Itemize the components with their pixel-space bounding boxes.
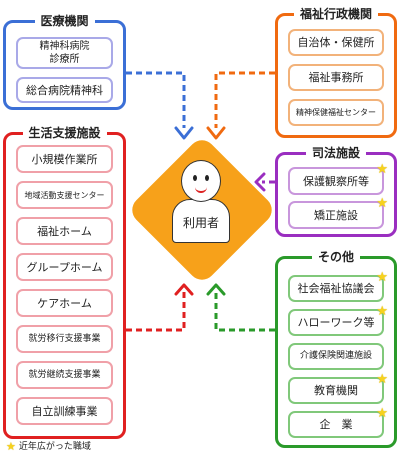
living-support-arrowhead — [174, 283, 194, 296]
star-icon: ★ — [376, 162, 388, 177]
item-care-home: ケアホーム — [16, 289, 113, 317]
other-arrowhead — [206, 283, 226, 296]
star-icon: ★ — [6, 440, 16, 453]
item-municipality-health-center: 自治体・保健所 — [288, 29, 384, 56]
item-psychiatric-hospital-line2: 診療所 — [49, 54, 80, 65]
item-care-home-label: ケアホーム — [37, 296, 92, 310]
group-living-support: 生活支援施設 小規模作業所 地域活動支援センター 福祉ホーム グループホーム ケ… — [3, 125, 126, 439]
item-long-term-care-facility: 介護保険関連施設 — [288, 343, 384, 370]
star-icon: ★ — [376, 270, 388, 285]
item-correctional-facility: 矯正施設 ★ — [288, 197, 388, 229]
item-company: 企 業 ★ — [288, 407, 388, 438]
item-welfare-office: 福祉事務所 — [288, 64, 384, 91]
medical-connector — [126, 71, 186, 128]
item-probation-office-label: 保護観察所等 — [303, 174, 369, 188]
item-general-hospital-psychiatry-label: 総合病院精神科 — [26, 83, 103, 97]
group-medical: 医療機関 精神科病院 診療所 総合病院精神科 — [3, 13, 126, 110]
item-mental-health-welfare-center: 精神保健福祉センター — [288, 99, 384, 126]
legend: ★ 近年広がった職域 — [6, 441, 91, 453]
item-group-home-label: グループホーム — [26, 260, 103, 274]
group-welfare-admin-title: 福祉行政機関 — [293, 6, 379, 22]
item-psychiatric-hospital-line1: 精神科病院 — [39, 41, 90, 52]
item-long-term-care-facility-label: 介護保険関連施設 — [299, 351, 372, 361]
person-mouth — [195, 185, 207, 193]
item-educational-institution: 教育機関 ★ — [288, 373, 388, 404]
item-employment-transition-support: 就労移行支援事業 — [16, 325, 113, 353]
legend-text: 近年広がった職域 — [18, 442, 91, 452]
item-independence-training-label: 自立訓練事業 — [31, 404, 98, 418]
center-label: 利用者 — [182, 216, 219, 230]
item-social-welfare-council: 社会福祉協議会 ★ — [288, 271, 388, 302]
item-welfare-office-label: 福祉事務所 — [308, 71, 364, 84]
item-correctional-facility-label: 矯正施設 — [314, 208, 358, 222]
item-social-welfare-council-label: 社会福祉協議会 — [297, 282, 375, 295]
group-welfare-admin: 福祉行政機関 自治体・保健所 福祉事務所 精神保健福祉センター — [275, 6, 397, 138]
item-continued-employment-support: 就労継続支援事業 — [16, 361, 113, 389]
item-mental-health-welfare-center-label: 精神保健福祉センター — [296, 108, 376, 117]
star-icon: ★ — [376, 406, 388, 421]
item-hello-work-label: ハローワーク等 — [297, 316, 375, 329]
welfare-admin-connector — [214, 71, 275, 128]
group-judicial-title: 司法施設 — [305, 145, 367, 161]
item-continued-employment-support-label: 就労継続支援事業 — [28, 369, 101, 380]
other-connector — [214, 292, 275, 332]
item-municipality-health-center-label: 自治体・保健所 — [297, 36, 375, 49]
item-company-label: 企 業 — [319, 418, 353, 431]
medical-arrowhead — [174, 126, 194, 140]
item-educational-institution-label: 教育機関 — [314, 384, 358, 397]
person-icon — [181, 160, 221, 202]
item-small-workshop-label: 小規模作業所 — [31, 152, 98, 166]
welfare-admin-arrowhead — [206, 126, 226, 140]
person-eye-right — [205, 175, 209, 181]
star-icon: ★ — [376, 304, 388, 319]
group-judicial: 司法施設 保護観察所等 ★ 矯正施設 ★ — [275, 145, 397, 237]
item-independence-training: 自立訓練事業 — [16, 397, 113, 425]
item-employment-transition-support-label: 就労移行支援事業 — [28, 333, 101, 344]
group-living-support-title: 生活支援施設 — [22, 125, 107, 141]
judicial-arrowhead — [254, 172, 266, 192]
item-small-workshop: 小規模作業所 — [16, 145, 113, 173]
item-community-activity-center-label: 地域活動支援センター — [24, 190, 105, 200]
living-support-connector — [126, 292, 186, 332]
group-other: その他 社会福祉協議会 ★ ハローワーク等 ★ 介護保険関連施設 教育機関 ★ … — [275, 249, 397, 448]
item-psychiatric-hospital: 精神科病院 診療所 — [16, 37, 113, 69]
group-other-title: その他 — [311, 249, 361, 265]
item-probation-office: 保護観察所等 ★ — [288, 163, 388, 195]
person-eye-left — [193, 175, 197, 181]
item-group-home: グループホーム — [16, 253, 113, 281]
item-general-hospital-psychiatry: 総合病院精神科 — [16, 77, 113, 103]
star-icon: ★ — [376, 196, 388, 211]
item-hello-work: ハローワーク等 ★ — [288, 305, 388, 336]
star-icon: ★ — [376, 372, 388, 387]
item-community-activity-center: 地域活動支援センター — [16, 181, 113, 209]
group-medical-title: 医療機関 — [34, 13, 95, 29]
item-welfare-home-label: 福祉ホーム — [37, 224, 92, 238]
item-welfare-home: 福祉ホーム — [16, 217, 113, 245]
